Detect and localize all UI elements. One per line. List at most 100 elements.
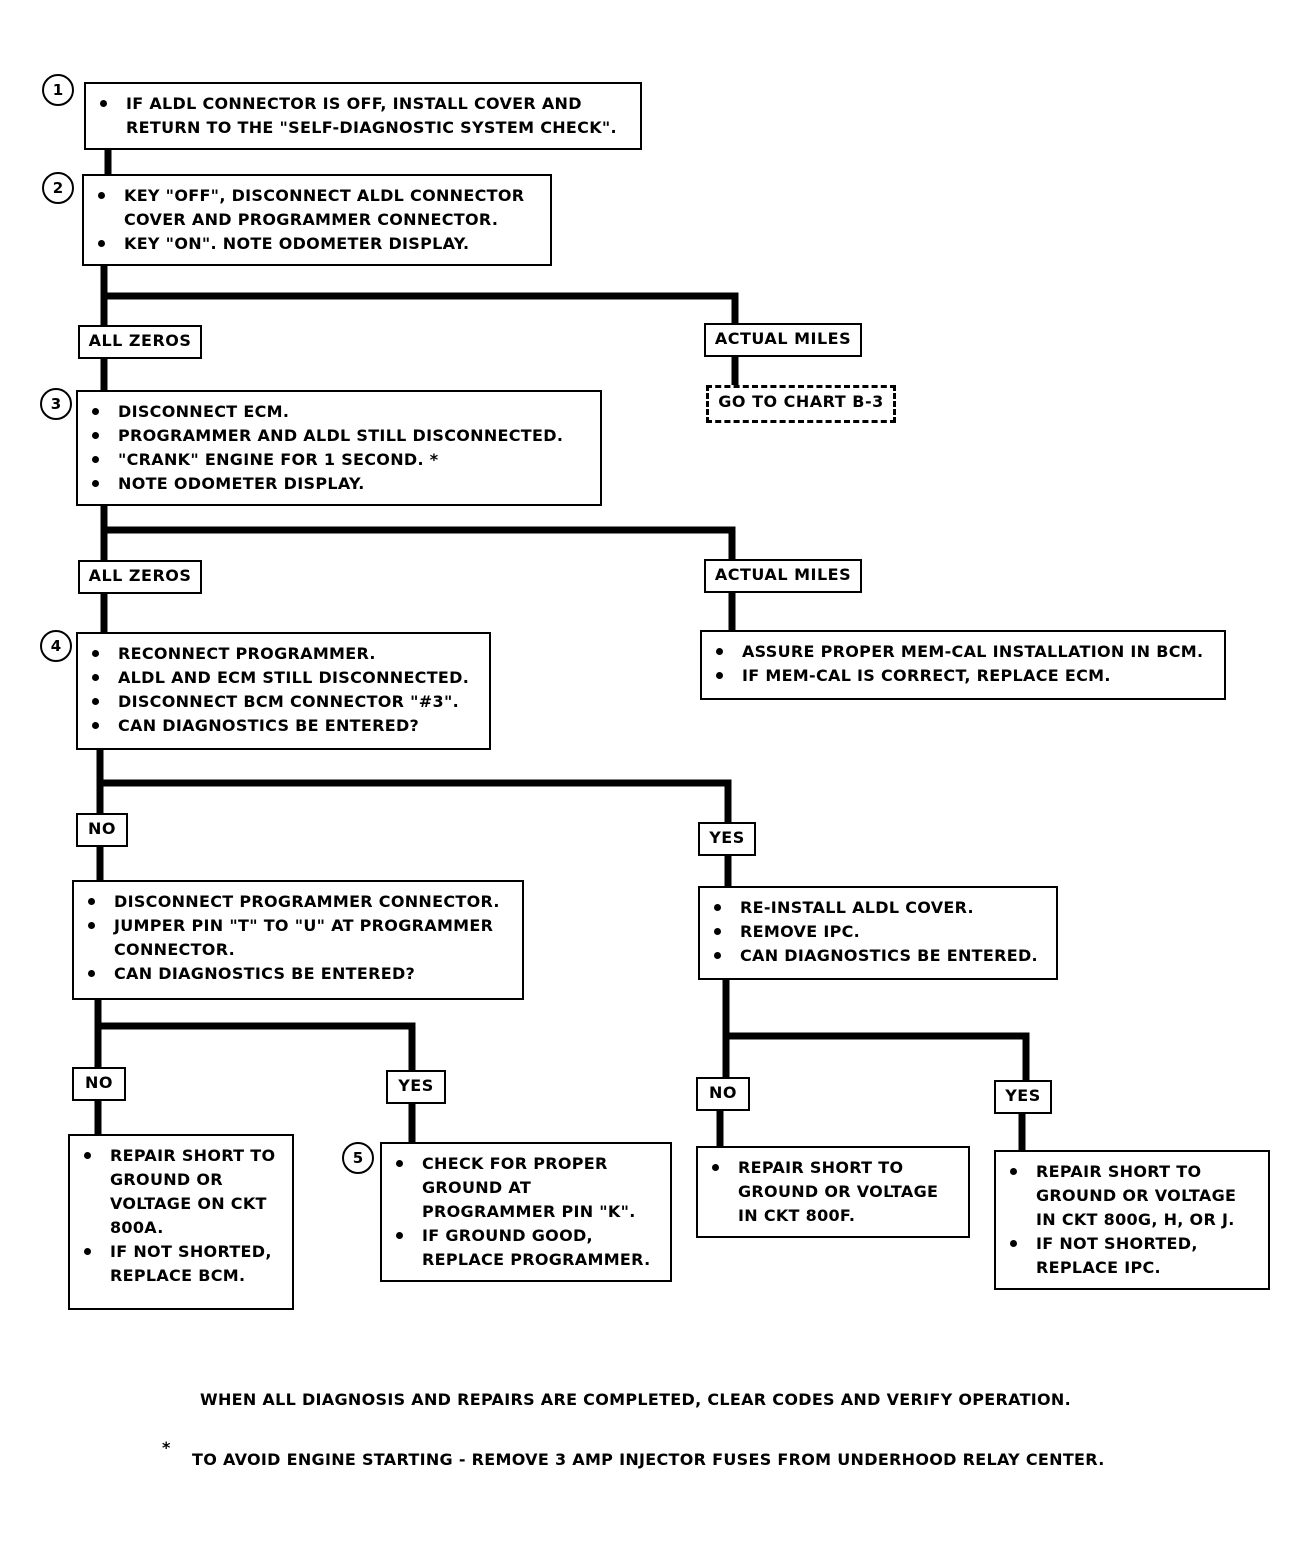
bullet-line: COVER AND PROGRAMMER CONNECTOR. — [124, 210, 499, 229]
bullet-item: REPAIR SHORT TO GROUND OR VOLTAGE ON CKT 80… — [80, 1144, 282, 1240]
bullet-line: "CRANK" ENGINE FOR 1 SECOND. * — [118, 450, 439, 469]
bullet-line: IF NOT SHORTED, — [110, 1242, 272, 1261]
repair-800a-box: REPAIR SHORT TO GROUND OR VOLTAGE ON CKT 80… — [68, 1134, 294, 1310]
bullet-item: ASSURE PROPER MEM-CAL INSTALLATION IN BC… — [712, 640, 1214, 664]
bullet-line: IF MEM-CAL IS CORRECT, REPLACE ECM. — [742, 666, 1111, 685]
step-3-box: DISCONNECT ECM. PROGRAMMER AND ALDL STILL… — [76, 390, 602, 506]
repair-800f-box: REPAIR SHORT TO GROUND OR VOLTAGE IN CKT 8… — [696, 1146, 970, 1238]
bullet-item: REPAIR SHORT TO GROUND OR VOLTAGE IN CKT 8… — [708, 1156, 958, 1228]
bullet-line: DISCONNECT BCM CONNECTOR "#3". — [118, 692, 459, 711]
bullet-item: KEY "ON". NOTE ODOMETER DISPLAY. — [94, 232, 540, 256]
wire-3-miles — [100, 526, 736, 564]
step-4-number: 4 — [40, 630, 72, 662]
bullet-line: IF GROUND GOOD, — [422, 1226, 593, 1245]
wire-4-yes — [96, 779, 732, 826]
bullet-item: RE-INSTALL ALDL COVER. — [710, 896, 1046, 920]
bullet-item: NOTE ODOMETER DISPLAY. — [88, 472, 590, 496]
bullet-line: REPAIR SHORT TO — [1036, 1162, 1202, 1181]
bullet-line: RE-INSTALL ALDL COVER. — [740, 898, 974, 917]
bullet-line: REPLACE PROGRAMMER. — [422, 1250, 651, 1269]
step-5-box: CHECK FOR PROPER GROUND AT PROGRAMMER PIN … — [380, 1142, 672, 1282]
bullet-item: IF MEM-CAL IS CORRECT, REPLACE ECM. — [712, 664, 1214, 688]
bullet-item: IF NOT SHORTED, REPLACE BCM. — [80, 1240, 282, 1288]
bullet-line: CAN DIAGNOSTICS BE ENTERED? — [118, 716, 420, 735]
bullet-line: RETURN TO THE "SELF-DIAGNOSTIC SYSTEM CH… — [126, 118, 617, 137]
step-2-number: 2 — [42, 172, 74, 204]
bullet-line: CAN DIAGNOSTICS BE ENTERED. — [740, 946, 1038, 965]
branch-actual-miles-2: ACTUAL MILES — [704, 559, 862, 593]
bullet-line: REPAIR SHORT TO — [110, 1146, 276, 1165]
branch-all-zeros-2: ALL ZEROS — [78, 560, 202, 594]
bullet-line: PROGRAMMER AND ALDL STILL DISCONNECTED. — [118, 426, 564, 445]
bullet-line: GROUND AT — [422, 1178, 532, 1197]
bullet-line: CAN DIAGNOSTICS BE ENTERED? — [114, 964, 416, 983]
branch-no-1: NO — [76, 813, 128, 847]
branch-yes-2: YES — [386, 1070, 446, 1104]
programmer-check-box: DISCONNECT PROGRAMMER CONNECTOR.JUMPER P… — [72, 880, 524, 1000]
bullet-item: ALDL AND ECM STILL DISCONNECTED. — [88, 666, 479, 690]
bullet-item: IF GROUND GOOD, REPLACE PROGRAMMER. — [392, 1224, 660, 1272]
bullet-line: CONNECTOR. — [114, 940, 236, 959]
step-1-number: 1 — [42, 74, 74, 106]
footnote-text: TO AVOID ENGINE STARTING - REMOVE 3 AMP … — [192, 1450, 1105, 1469]
bullet-line: RECONNECT PROGRAMMER. — [118, 644, 376, 663]
bullet-item: IF ALDL CONNECTOR IS OFF, INSTALL COVER … — [96, 92, 630, 140]
bullet-line: REPLACE IPC. — [1036, 1258, 1161, 1277]
bullet-line: REMOVE IPC. — [740, 922, 861, 941]
step-2-box: KEY "OFF", DISCONNECT ALDL CONNECTOR COVE… — [82, 174, 552, 266]
bullet-line: NOTE ODOMETER DISPLAY. — [118, 474, 365, 493]
wire-s4yes-yes — [722, 1032, 1030, 1084]
bullet-item: REMOVE IPC. — [710, 920, 1046, 944]
bullet-line: GROUND OR — [110, 1170, 223, 1189]
bullet-item: IF NOT SHORTED, REPLACE IPC. — [1006, 1232, 1258, 1280]
branch-yes-1: YES — [698, 822, 756, 856]
ipc-check-box: RE-INSTALL ALDL COVER. REMOVE IPC. CAN DIA… — [698, 886, 1058, 980]
branch-actual-miles-1: ACTUAL MILES — [704, 323, 862, 357]
bullet-line: GROUND OR VOLTAGE — [1036, 1186, 1237, 1205]
bullet-line: IF NOT SHORTED, — [1036, 1234, 1198, 1253]
bullet-line: ALDL AND ECM STILL DISCONNECTED. — [118, 668, 470, 687]
bullet-line: GROUND OR VOLTAGE — [738, 1182, 939, 1201]
bullet-item: RECONNECT PROGRAMMER. — [88, 642, 479, 666]
bullet-line: IN CKT 800F. — [738, 1206, 856, 1225]
repair-800ghj-box: REPAIR SHORT TO GROUND OR VOLTAGE IN CKT 8… — [994, 1150, 1270, 1290]
bullet-line: 800A. — [110, 1218, 164, 1237]
bullet-line: JUMPER PIN "T" TO "U" AT PROGRAMMER — [114, 916, 494, 935]
bullet-line: DISCONNECT ECM. — [118, 402, 290, 421]
bullet-item: PROGRAMMER AND ALDL STILL DISCONNECTED. — [88, 424, 590, 448]
bullet-line: REPAIR SHORT TO — [738, 1158, 904, 1177]
step-1-box: IF ALDL CONNECTOR IS OFF, INSTALL COVER … — [84, 82, 642, 150]
bullet-item: REPAIR SHORT TO GROUND OR VOLTAGE IN CKT 8… — [1006, 1160, 1258, 1232]
bullet-line: PROGRAMMER PIN "K". — [422, 1202, 636, 1221]
wire-2-miles — [100, 292, 739, 328]
memcal-action-box: ASSURE PROPER MEM-CAL INSTALLATION IN BC… — [700, 630, 1226, 700]
go-to-chart-b3: GO TO CHART B-3 — [706, 385, 896, 423]
bullet-line: VOLTAGE ON CKT — [110, 1194, 267, 1213]
step-4-box: RECONNECT PROGRAMMER. ALDL AND ECM STILL … — [76, 632, 491, 750]
bullet-item: CAN DIAGNOSTICS BE ENTERED? — [88, 714, 479, 738]
bullet-line: KEY "OFF", DISCONNECT ALDL CONNECTOR — [124, 186, 525, 205]
bullet-item: DISCONNECT BCM CONNECTOR "#3". — [88, 690, 479, 714]
completion-note: WHEN ALL DIAGNOSIS AND REPAIRS ARE COMPL… — [200, 1390, 1072, 1409]
bullet-item: JUMPER PIN "T" TO "U" AT PROGRAMMER CONNE… — [84, 914, 512, 962]
branch-yes-3: YES — [994, 1080, 1052, 1114]
branch-no-2: NO — [72, 1067, 126, 1101]
step-3-number: 3 — [40, 388, 72, 420]
bullet-line: REPLACE BCM. — [110, 1266, 246, 1285]
branch-all-zeros-1: ALL ZEROS — [78, 325, 202, 359]
branch-no-3: NO — [696, 1077, 750, 1111]
bullet-line: ASSURE PROPER MEM-CAL INSTALLATION IN BC… — [742, 642, 1204, 661]
bullet-line: KEY "ON". NOTE ODOMETER DISPLAY. — [124, 234, 470, 253]
step-5-number: 5 — [342, 1142, 374, 1174]
bullet-line: CHECK FOR PROPER — [422, 1154, 608, 1173]
wire-s4no-yes — [94, 1022, 416, 1074]
bullet-item: KEY "OFF", DISCONNECT ALDL CONNECTOR COVE… — [94, 184, 540, 232]
bullet-line: IN CKT 800G, H, OR J. — [1036, 1210, 1235, 1229]
bullet-item: CHECK FOR PROPER GROUND AT PROGRAMMER PIN … — [392, 1152, 660, 1224]
bullet-item: CAN DIAGNOSTICS BE ENTERED. — [710, 944, 1046, 968]
bullet-item: DISCONNECT ECM. — [88, 400, 590, 424]
bullet-item: CAN DIAGNOSTICS BE ENTERED? — [84, 962, 512, 986]
bullet-item: DISCONNECT PROGRAMMER CONNECTOR. — [84, 890, 512, 914]
